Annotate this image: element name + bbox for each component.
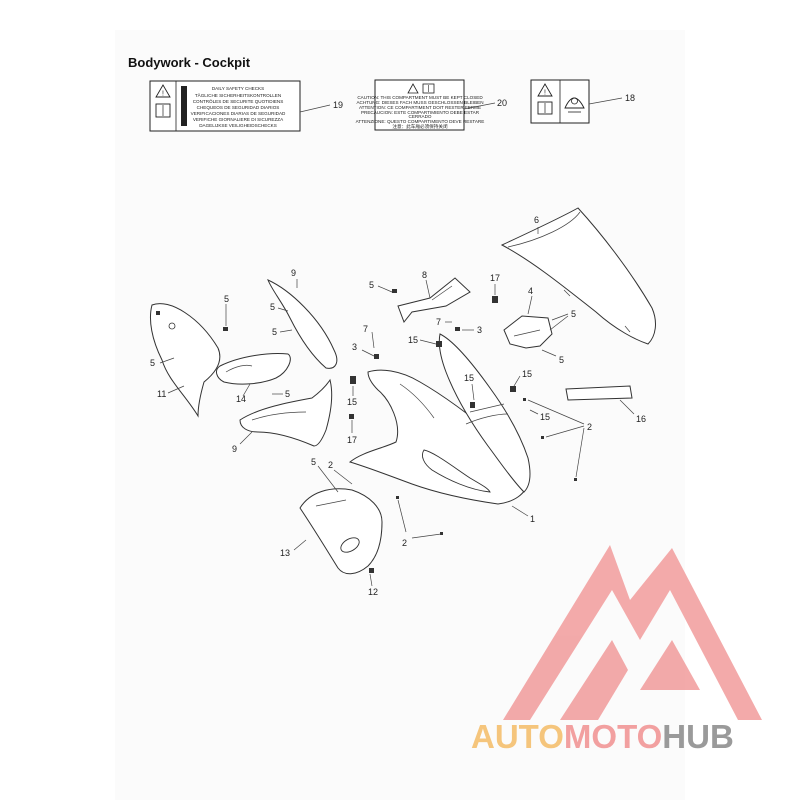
callout-12: 12 (368, 587, 378, 597)
callout-15-b: 15 (408, 335, 418, 345)
decal-18: ! (530, 79, 590, 124)
callout-5-h: 5 (559, 355, 564, 365)
callout-17-b: 17 (347, 435, 357, 445)
decal-20-line-6: ATTENZIONE: QUESTO COMPARTIMENTO DEVE RE… (356, 119, 485, 124)
watermark-brand-text: AUTOMOTOHUB (471, 718, 796, 758)
callout-17-a: 17 (490, 273, 500, 283)
callout-13: 13 (280, 548, 290, 558)
callout-7-b: 7 (363, 324, 368, 334)
decal-19-line-4: VERIFICACIONES DIARIAS DE SEGURIDAD (191, 111, 286, 116)
decal-19-line-3: CHEQUEOS DE SEGURIDAD DIARIOS (197, 105, 280, 110)
decal-20-line-4: PRECAUCION: ESTE COMPARTIMIENTO DEBE EST… (361, 110, 480, 115)
decal-20-line-7: 注意：此车厢必须保持关闭 (392, 123, 448, 130)
callout-1: 1 (530, 514, 535, 524)
bracket-part-4 (503, 315, 553, 349)
brand-hub: HUB (662, 718, 734, 755)
decal-19-line-1: TÄGLICHE SICHERHEITSKONTROLLEN (195, 92, 281, 98)
callout-8: 8 (422, 270, 427, 280)
callout-6: 6 (534, 215, 539, 225)
callout-5-g: 5 (571, 309, 576, 319)
decal-20-line-3: ATTENTION: CE COMPARTIMENT DOIT RESTER F… (359, 105, 481, 110)
windscreen-part-6 (500, 207, 656, 345)
callout-5-e: 5 (150, 358, 155, 368)
callout-7-a: 7 (436, 317, 441, 327)
brand-moto: MOTO (563, 718, 663, 755)
decal-20: CAUTION: THIS COMPARTMENT MUST BE KEPT C… (356, 79, 485, 131)
cover-part-14 (216, 353, 291, 385)
decal-20-line-2: ACHTUNG: DIESES FACH MUSS GESCHLOSSEN BL… (356, 100, 483, 105)
callout-5-f: 5 (285, 389, 290, 399)
callout-11: 11 (157, 389, 166, 399)
callout-3-b: 3 (352, 342, 357, 352)
callout-2-b: 2 (328, 460, 333, 470)
callout-9: 9 (232, 444, 237, 454)
front-fairing-part-1 (348, 333, 531, 505)
callout-5-c: 5 (272, 327, 277, 337)
callout-16: 16 (636, 414, 646, 424)
callout-10: 9 (291, 268, 296, 278)
decal-19-heading: DAILY SAFETY CHECKS (212, 86, 264, 91)
inner-panel-part-11 (149, 303, 221, 418)
lower-panel-part-13 (299, 488, 383, 575)
callout-2-c: 2 (402, 538, 407, 548)
decal-20-line-5: CERRADO (409, 114, 432, 119)
callout-15-e: 15 (540, 412, 550, 422)
callout-19: 19 (333, 100, 343, 110)
svg-text:!: ! (162, 91, 164, 98)
diagram-title: Bodywork - Cockpit (128, 55, 251, 70)
decal-19-line-6: DAGELIJKSE VEILIGHEIDSCHECKS (199, 123, 277, 128)
svg-text:!: ! (544, 90, 546, 97)
strip-part-16 (565, 385, 633, 401)
callout-2-a: 2 (587, 422, 592, 432)
callout-14: 14 (236, 394, 246, 404)
brand-auto: AUTO (471, 718, 564, 755)
lower-fairing-part-9 (239, 378, 333, 447)
callout-15-d: 15 (522, 369, 532, 379)
callout-5-b: 5 (270, 302, 275, 312)
decal-19-line-5: VERIFICHE GIORNALIERE DI SICUREZZA (193, 117, 284, 122)
callout-5-i: 5 (311, 457, 316, 467)
callout-4: 4 (528, 286, 533, 296)
decal-19-line-2: CONTRÔLES DE SECURITE QUOTIDIENS (193, 98, 284, 104)
decal-19: ! DAILY SAFETY CHECKS TÄGLICHE SICHERHEI… (149, 80, 301, 132)
callout-15-a: 15 (347, 397, 357, 407)
callout-20: 20 (497, 98, 507, 108)
callout-3-a: 3 (477, 325, 482, 335)
callout-5-a: 5 (369, 280, 374, 290)
bracket-part-8 (397, 277, 471, 323)
decal-20-line-1: CAUTION: THIS COMPARTMENT MUST BE KEPT C… (357, 95, 483, 100)
side-panel-part-10 (267, 279, 338, 369)
callout-15-c: 15 (464, 373, 474, 383)
callout-18: 18 (625, 93, 635, 103)
callout-5-d: 5 (224, 294, 229, 304)
